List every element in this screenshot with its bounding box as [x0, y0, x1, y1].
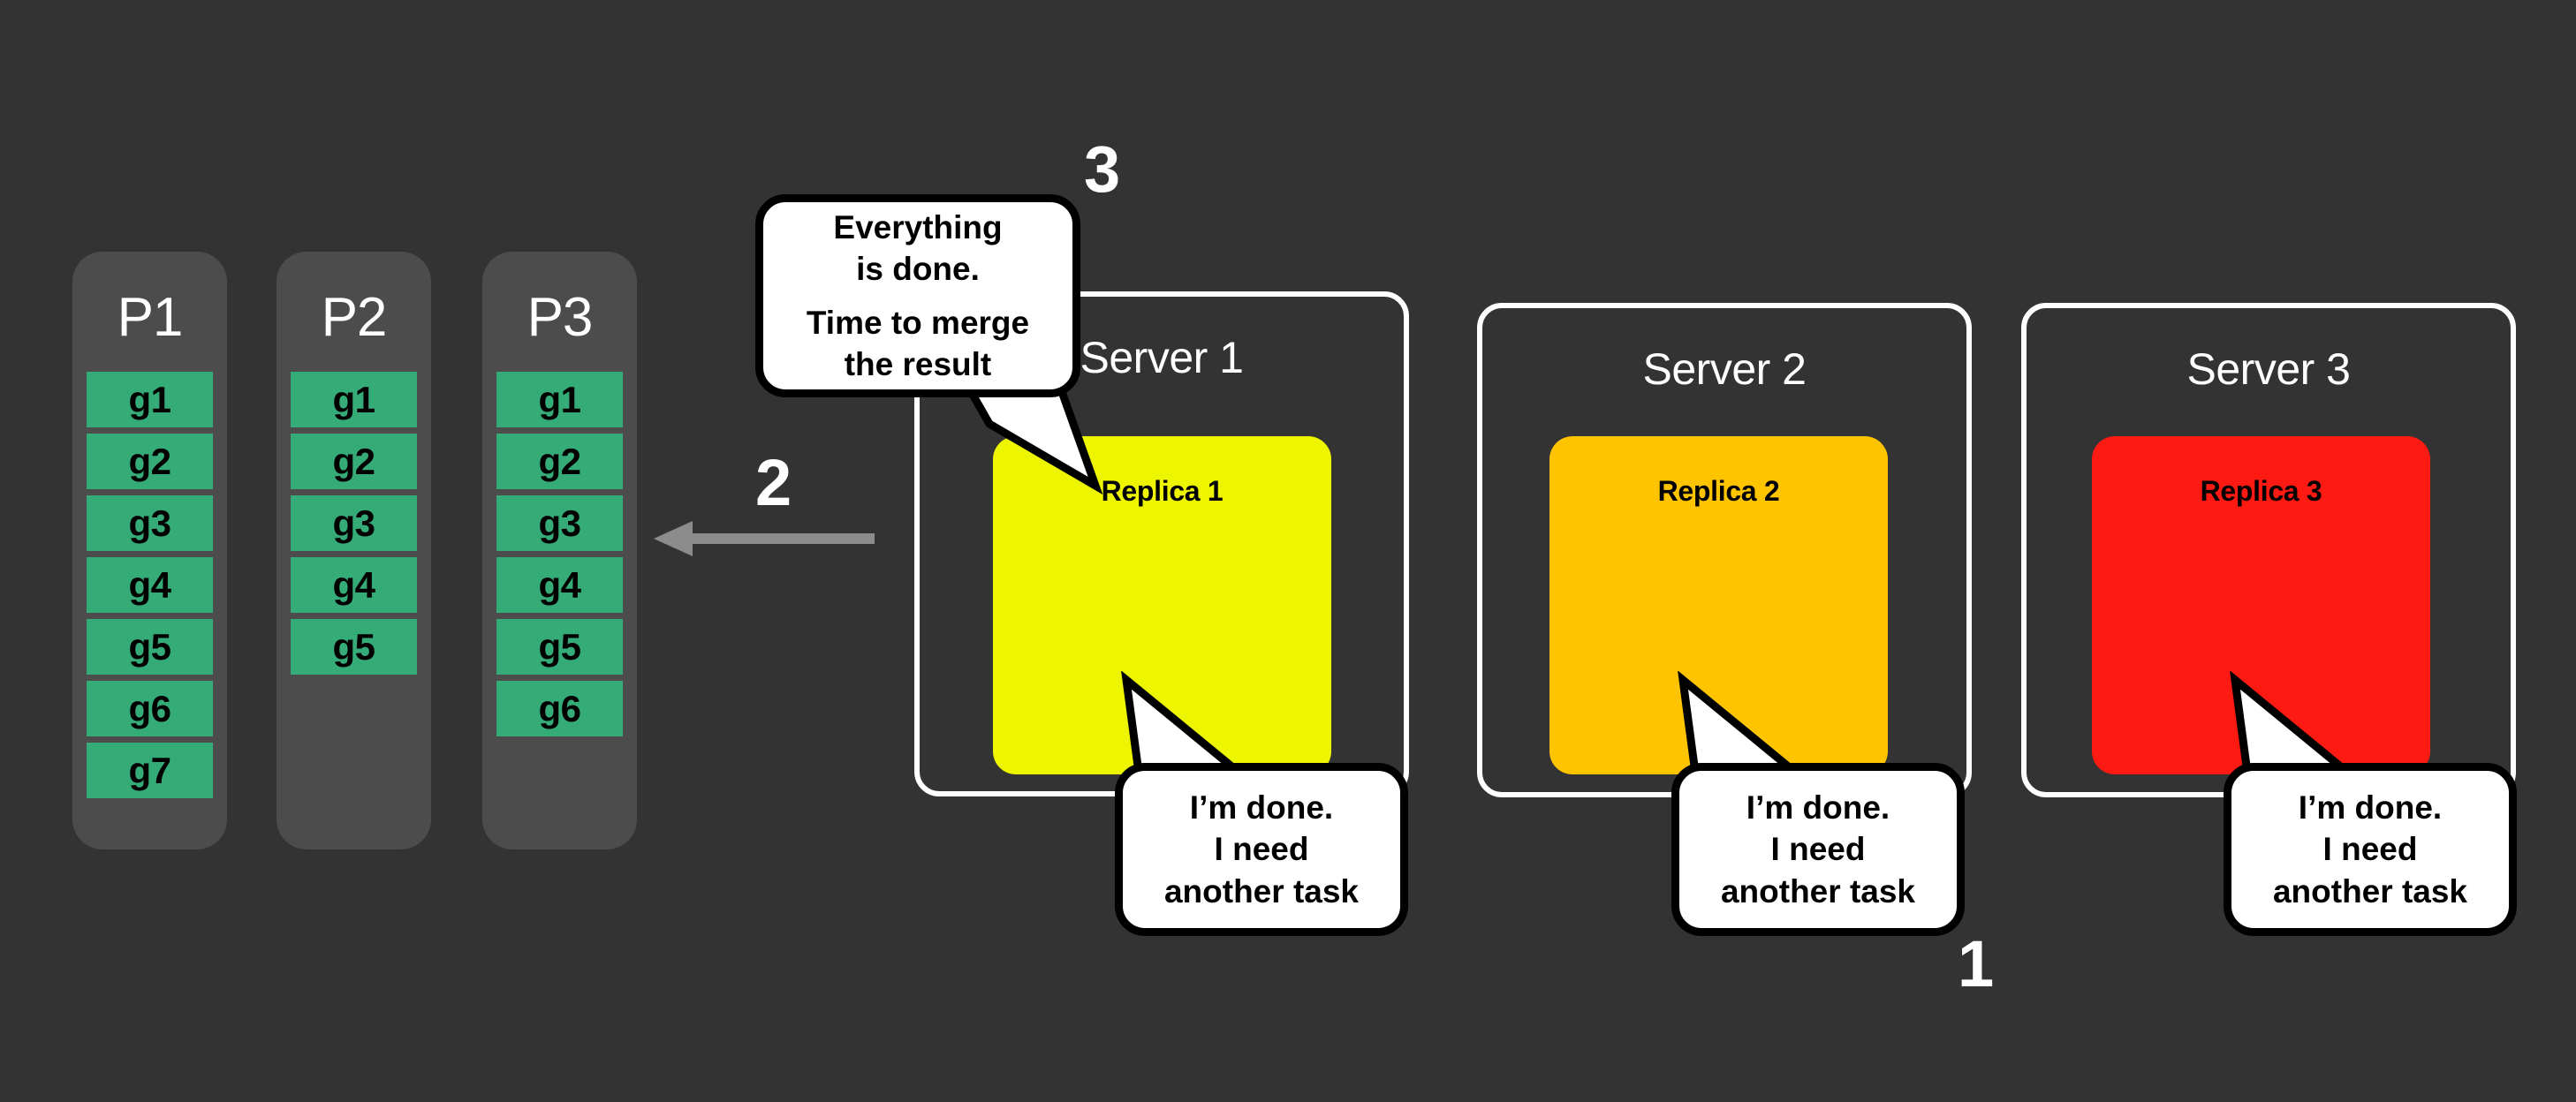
chunk-item: g6 — [496, 681, 623, 736]
replica-box-2: Replica 2 — [1549, 436, 1888, 774]
bubble-line: I need — [1770, 831, 1866, 868]
done-speech-bubble-2: I’m done. I need another task — [1671, 763, 1965, 936]
chunk-item: g3 — [87, 495, 213, 551]
chunk-item: g5 — [291, 619, 417, 675]
bubble-line: I’m done. — [1746, 789, 1890, 826]
chunk-item: g4 — [291, 557, 417, 613]
partition-title: P2 — [321, 287, 388, 348]
step-number-three: 3 — [1084, 132, 1121, 206]
arrow-head-icon — [654, 521, 693, 556]
chunk-item: g4 — [496, 557, 623, 613]
bubble-line: I need — [1214, 831, 1309, 868]
chunk-item: g1 — [87, 372, 213, 427]
bubble-line: another task — [1720, 872, 1915, 910]
bubble-line: another task — [2272, 872, 2467, 910]
done-speech-bubble-1: I’m done. I need another task — [1115, 763, 1408, 936]
server-title: Server 2 — [1642, 344, 1807, 394]
arrow-shaft — [689, 533, 875, 544]
partition-title: P1 — [117, 287, 184, 348]
bubble-line: is done. — [856, 251, 980, 288]
server-title: Server 1 — [1080, 333, 1244, 382]
bubble-line: I need — [2322, 831, 2418, 868]
replica-label: Replica 2 — [1657, 475, 1780, 507]
chunk-list: g1 g2 g3 g4 g5 g6 g7 — [72, 372, 227, 798]
bubble-line: Time to merge — [806, 304, 1030, 341]
step-number-two: 2 — [755, 446, 792, 519]
chunk-item: g7 — [87, 743, 213, 798]
bubble-line: I’m done. — [1189, 789, 1334, 826]
bubble-line: I’m done. — [2298, 789, 2443, 826]
done-speech-bubble-3: I’m done. I need another task — [2224, 763, 2517, 936]
bubble-line: the result — [844, 345, 992, 382]
chunk-item: g5 — [87, 619, 213, 675]
chunk-item: g3 — [496, 495, 623, 551]
replica-label: Replica 3 — [2200, 475, 2322, 507]
replica-box-1: Replica 1 — [993, 436, 1331, 774]
partition-p3: P3 g1 g2 g3 g4 g5 g6 — [482, 252, 637, 849]
chunk-item: g2 — [291, 434, 417, 489]
bubble-line: another task — [1163, 872, 1359, 910]
replica-box-3: Replica 3 — [2092, 436, 2430, 774]
chunk-item: g2 — [87, 434, 213, 489]
chunk-list: g1 g2 g3 g4 g5 — [277, 372, 431, 675]
chunk-item: g3 — [291, 495, 417, 551]
bubble-line: Everything — [833, 208, 1003, 245]
chunk-item: g2 — [496, 434, 623, 489]
partition-p1: P1 g1 g2 g3 g4 g5 g6 g7 — [72, 252, 227, 849]
chunk-item: g4 — [87, 557, 213, 613]
merge-speech-bubble: Everything is done. Time to merge the re… — [755, 194, 1080, 397]
step-number-one: 1 — [1958, 927, 1995, 1000]
partition-title: P3 — [527, 287, 594, 348]
chunk-item: g6 — [87, 681, 213, 736]
server-title: Server 3 — [2186, 344, 2351, 394]
chunk-item: g1 — [496, 372, 623, 427]
partition-p2: P2 g1 g2 g3 g4 g5 — [277, 252, 431, 849]
chunk-item: g1 — [291, 372, 417, 427]
chunk-list: g1 g2 g3 g4 g5 g6 — [482, 372, 637, 736]
merge-arrow-left — [654, 521, 875, 556]
replica-label: Replica 1 — [1101, 475, 1224, 507]
chunk-item: g5 — [496, 619, 623, 675]
